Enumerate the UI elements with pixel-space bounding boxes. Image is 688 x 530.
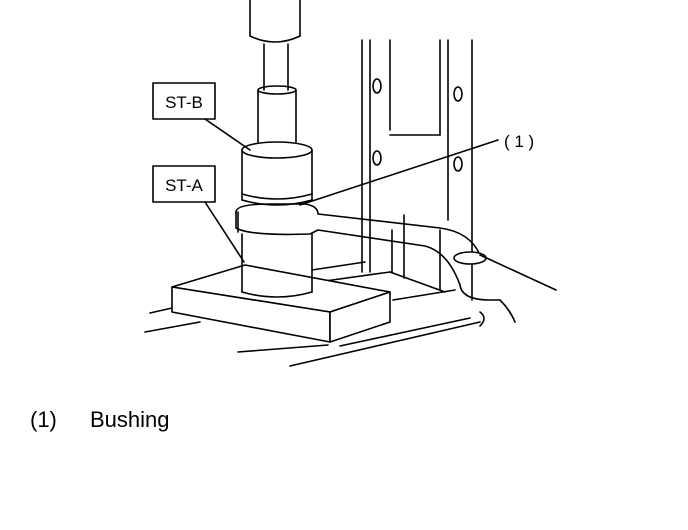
legend-number: (1) (30, 407, 57, 432)
press-ram (249, 0, 301, 143)
label-st-a-text: ST-A (165, 176, 203, 195)
bushing-arm (235, 203, 557, 327)
label-st-b-text: ST-B (165, 93, 203, 112)
label-st-a: ST-A (152, 165, 245, 263)
legend-text: Bushing (90, 407, 170, 432)
legend: (1) Bushing (30, 407, 170, 433)
press-frame (361, 39, 473, 301)
callout-1: ( 1 ) (299, 132, 534, 206)
callout-1-text: ( 1 ) (504, 132, 534, 151)
tool-st-b (241, 141, 313, 206)
support-block (171, 264, 391, 343)
label-st-b: ST-B (152, 82, 251, 151)
tool-st-a (237, 211, 313, 298)
